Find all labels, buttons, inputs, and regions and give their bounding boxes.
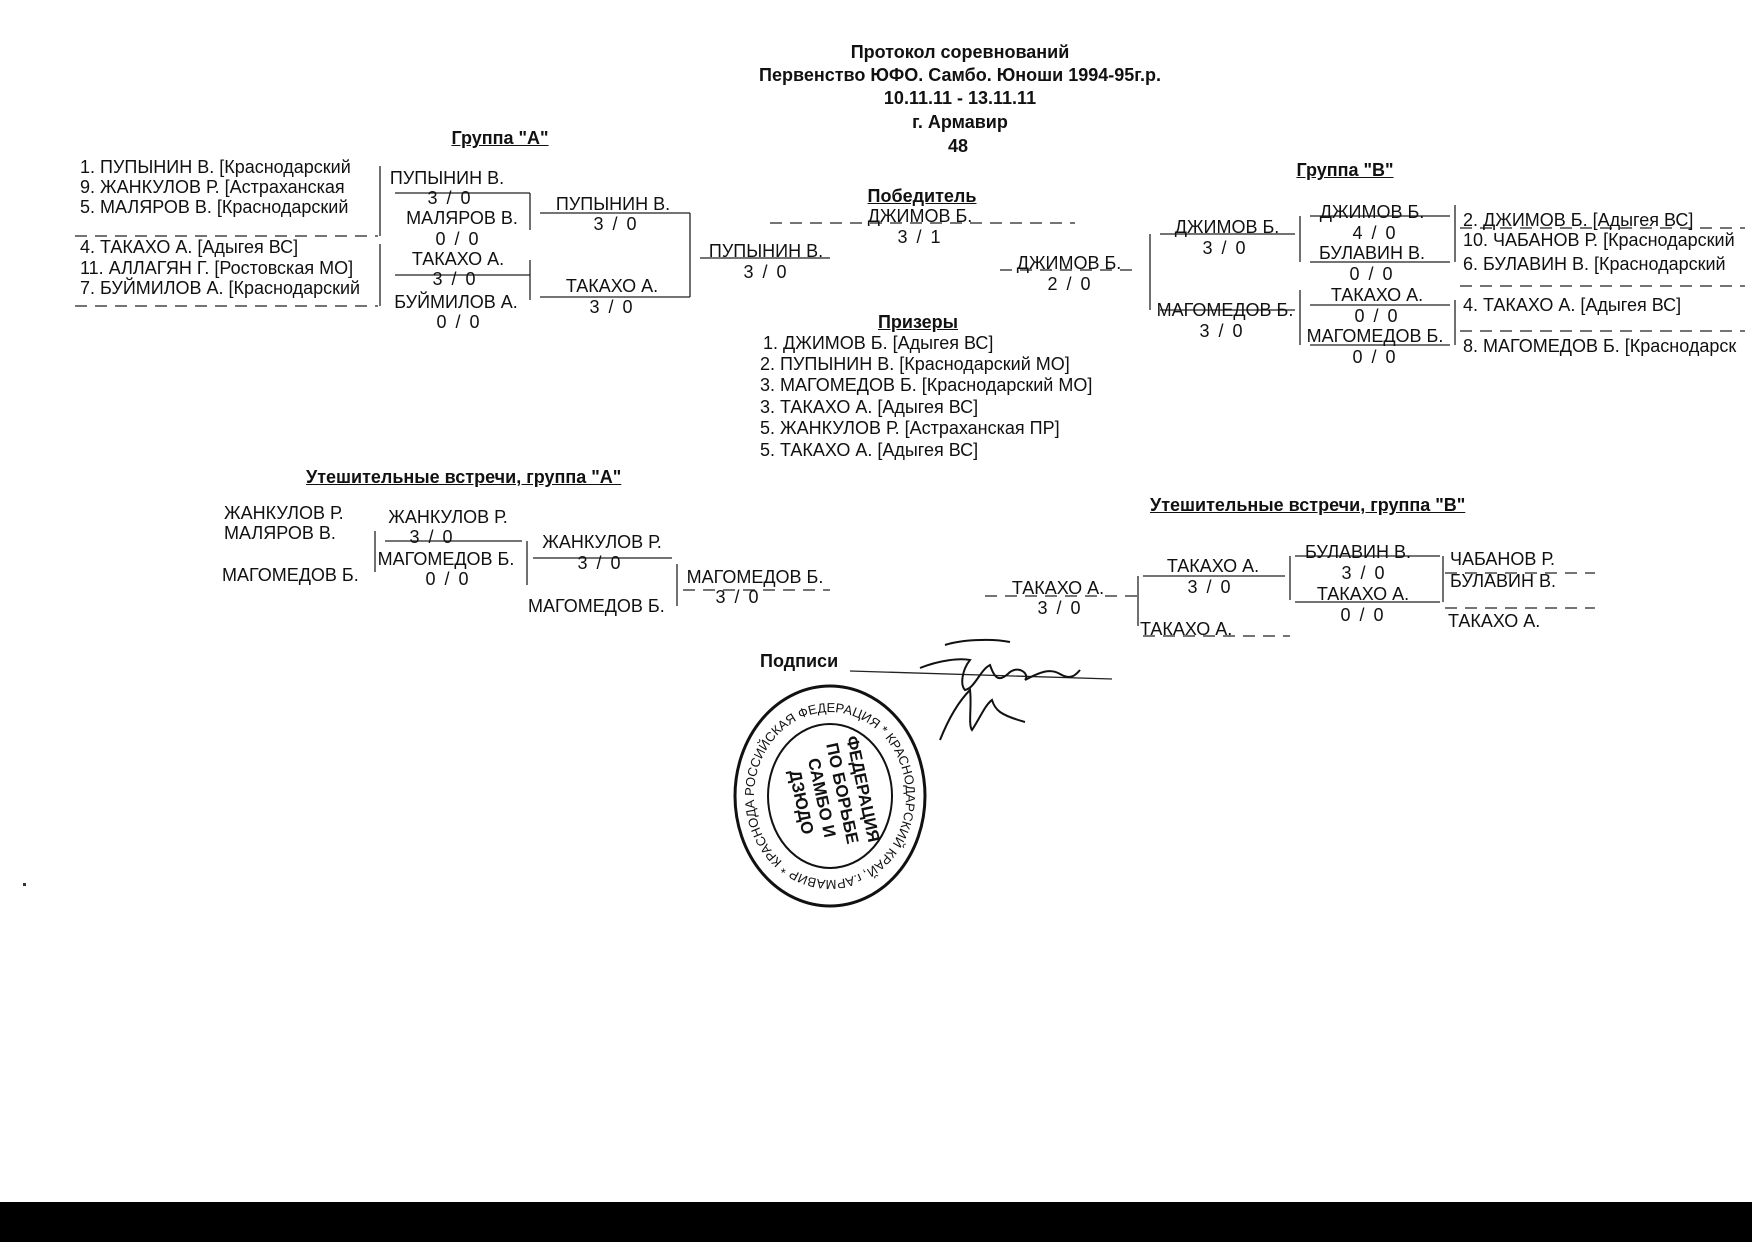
list-item: 11. АЛЛАГЯН Г. [Ростовская МО] [80,258,354,278]
stamp-outer-ring [733,684,927,908]
list-item: 4. ТАКАХО А. [Адыгея ВС] [80,237,299,257]
weight-class: 48 [947,136,969,156]
winner-title: Победитель [867,186,977,206]
bout-score: 0 / 0 [1340,605,1386,625]
bout-winner: ДЖИМОВ Б. [1174,217,1280,237]
list-item: 5. ТАКАХО А. [Адыгея ВС] [760,440,979,460]
list-item: 5. ЖАНКУЛОВ Р. [Астраханская ПР] [760,418,1060,438]
entrant: ТАКАХО А. [1448,611,1541,631]
signature-stroke-2 [944,638,1011,646]
doc-subtitle: Первенство ЮФО. Самбо. Юноши 1994-95г.р. [759,65,1161,85]
bout-winner: ПУПЫНИН В. [555,194,671,214]
list-item: 3. МАГОМЕДОВ Б. [Краснодарский МО] [760,375,1093,395]
bout-score: 3 / 0 [409,527,455,547]
bout-winner: ТАКАХО А. [565,276,659,296]
signatures-label: Подписи [760,651,839,671]
entrant: МАЛЯРОВ В. [224,523,336,543]
list-item: 2. ПУПЫНИН В. [Краснодарский МО] [760,354,1070,374]
signature-stroke-3 [939,687,1026,741]
list-item: 7. БУЙМИЛОВ А. [Краснодарский [80,278,361,298]
bout-score: 3 / 0 [427,188,473,208]
consolation-a-title: Утешительные встречи, группа "А" [306,467,622,487]
bout-score: 3 / 0 [1199,321,1245,341]
bout-score: 3 / 0 [1037,598,1083,618]
bout-winner: ДЖИМОВ Б. [1319,202,1425,222]
consolation-b-winner: ТАКАХО А. [1011,578,1105,598]
group-b-finalist: ДЖИМОВ Б. [1016,253,1122,273]
bout-winner: БУЛАВИН В. [1318,243,1426,263]
list-item: 1. ПУПЫНИН В. [Краснодарский [80,157,351,177]
bout-winner: МАГОМЕДОВ Б. [1156,300,1294,320]
bout-score: 0 / 0 [425,569,471,589]
consolation-a-winner: МАГОМЕДОВ Б. [686,567,824,587]
bout-score: 3 / 0 [593,214,639,234]
signature-stroke-1 [919,658,1081,692]
bout-score: 0 / 0 [436,312,482,332]
list-item: 3. ТАКАХО А. [Адыгея ВС] [760,397,979,417]
scan-edge-bar [0,1202,1752,1242]
bout-winner: МАЛЯРОВ В. [406,208,518,228]
doc-dates: 10.11.11 - 13.11.11 [883,88,1037,108]
bout-winner: ТАКАХО А. [1330,285,1424,305]
bout-score: 3 / 0 [1341,563,1387,583]
doc-title: Протокол соревнований [850,42,1070,62]
list-item: 2. ДЖИМОВ Б. [Адыгея ВС] [1463,210,1694,230]
bout-winner: БУЙМИЛОВ А. [394,292,518,312]
bout-score: 0 / 0 [1352,347,1398,367]
bout-winner: БУЛАВИН В. [1304,542,1412,562]
bout-score: 3 / 1 [897,227,943,247]
bout-score: 3 / 0 [1187,577,1233,597]
bout-winner: ТАКАХО А. [1316,584,1410,604]
list-item: 6. БУЛАВИН В. [Краснодарский [1463,254,1726,274]
bout-score: 3 / 0 [589,297,635,317]
scan-speck [23,883,26,886]
list-item: 8. МАГОМЕДОВ Б. [Краснодарск [1463,336,1737,356]
organization-stamp: РОССИЙСКАЯ ФЕДЕРАЦИЯ * КРАСНОДАРСКИЙ КРА… [732,683,927,908]
stamp-center: ФЕДЕРАЦИЯ ПО БОРЬБЕ САМБО И ДЗЮДО [785,734,883,846]
list-item: 5. МАЛЯРОВ В. [Краснодарский [80,197,349,217]
bout-winner: МАГОМЕДОВ Б. [1306,326,1444,346]
entrant: ТАКАХО А. [1140,619,1233,639]
list-item: 1. ДЖИМОВ Б. [Адыгея ВС] [763,333,994,353]
list-item: 4. ТАКАХО А. [Адыгея ВС] [1463,295,1682,315]
bout-score: 3 / 0 [743,262,789,282]
bout-winner: МАГОМЕДОВ Б. [377,549,515,569]
winner-name: ДЖИМОВ Б. [867,206,973,226]
bout-winner: ЖАНКУЛОВ Р. [388,507,508,527]
group-a-finalist: ПУПЫНИН В. [708,241,824,261]
signature-image [919,638,1081,741]
list-item: 9. ЖАНКУЛОВ Р. [Астраханская [80,177,345,197]
bout-score: 0 / 0 [435,229,481,249]
group-a-title: Группа "А" [451,128,549,148]
bout-winner: ПУПЫНИН В. [389,168,505,188]
consolation-b-title: Утешительные встречи, группа "В" [1150,495,1466,515]
bout-score: 0 / 0 [1354,306,1400,326]
entrant: МАГОМЕДОВ Б. [528,596,665,616]
list-item: 10. ЧАБАНОВ Р. [Краснодарский [1463,230,1735,250]
bout-winner: ЖАНКУЛОВ Р. [542,532,662,552]
entrant: ЖАНКУЛОВ Р. [224,503,344,523]
prizes-title: Призеры [877,312,959,332]
bout-score: 3 / 0 [577,553,623,573]
entrant: МАГОМЕДОВ Б. [222,565,359,585]
entrant: ЧАБАНОВ Р. [1450,549,1556,569]
bout-score: 0 / 0 [1349,264,1395,284]
bout-winner: ТАКАХО А. [1166,556,1260,576]
bout-score: 3 / 0 [715,587,761,607]
entrant: БУЛАВИН В. [1450,571,1557,591]
bout-winner: ТАКАХО А. [411,249,505,269]
bout-score: 4 / 0 [1352,223,1398,243]
group-b-title: Группа "В" [1296,160,1394,180]
bout-score: 2 / 0 [1047,274,1093,294]
bout-score: 3 / 0 [1202,238,1248,258]
stamp-inner-ring [767,723,893,869]
bout-score: 3 / 0 [432,269,478,289]
doc-city: г. Армавир [912,112,1008,132]
